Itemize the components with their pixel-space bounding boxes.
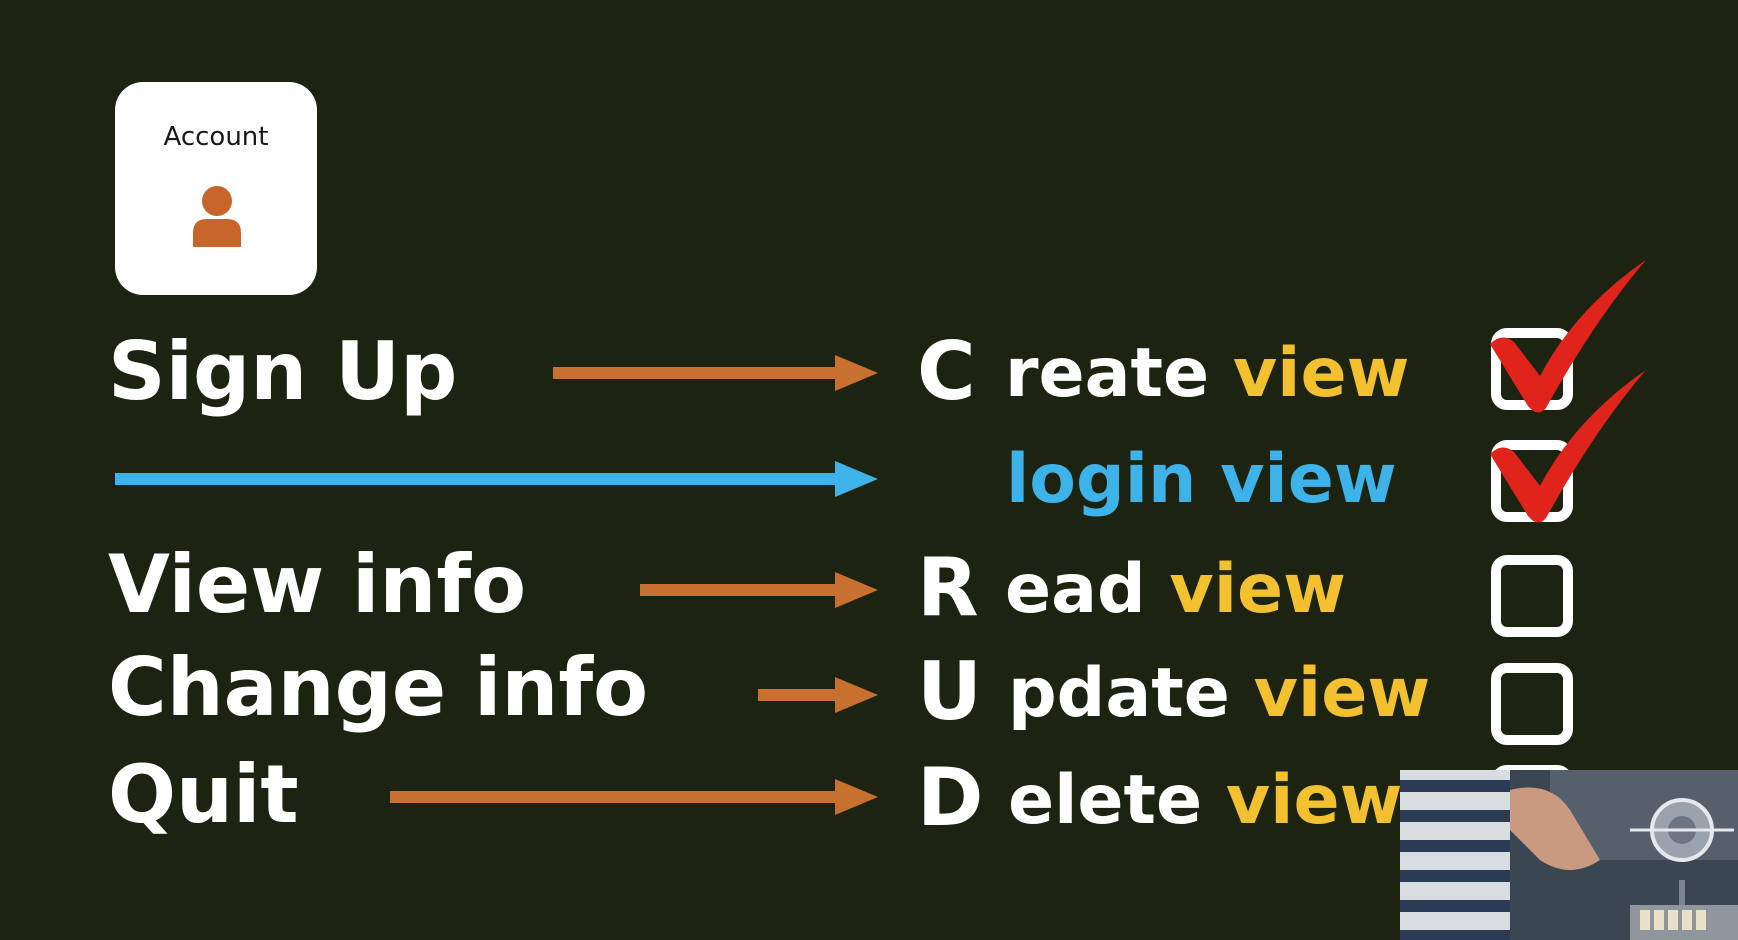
arrow-login [115,461,878,497]
create-letter: C [917,325,976,418]
update-rest: pdate [1008,654,1230,733]
webcam-overlay [1400,770,1738,940]
delete-letter: D [917,751,984,844]
delete-label: elete view [1008,767,1402,835]
arrow-sign-up [553,355,878,391]
create-rest: reate [1005,334,1210,413]
login-checkmark-icon [1490,370,1646,523]
create-view-word: view [1232,334,1410,413]
read-letter: R [917,541,979,634]
update-label: pdate view [1008,660,1430,728]
read-rest: ead [1005,550,1146,629]
read-view-word: view [1169,550,1346,629]
create-label: reate view [1005,340,1409,408]
account-label: Account [163,122,269,152]
view-info-label: View info [108,538,527,631]
read-label: ead view [1005,556,1346,624]
arrow-quit [390,779,878,815]
arrow-view-info [640,572,878,608]
user-icon [193,186,241,247]
read-checkbox[interactable] [1491,555,1573,637]
update-letter: U [917,645,982,738]
quit-label: Quit [108,748,299,841]
arrow-change-info [758,677,878,713]
delete-view-word: view [1225,761,1403,840]
sign-up-label: Sign Up [108,325,458,418]
create-checkmark-icon [1490,260,1646,413]
change-info-label: Change info [108,641,649,734]
webcam-picture [1400,770,1738,940]
account-card: Account [115,82,317,295]
login-view-label: login view [1006,440,1397,519]
delete-rest: elete [1008,761,1203,840]
update-checkbox[interactable] [1491,663,1573,745]
update-view-word: view [1253,654,1431,733]
